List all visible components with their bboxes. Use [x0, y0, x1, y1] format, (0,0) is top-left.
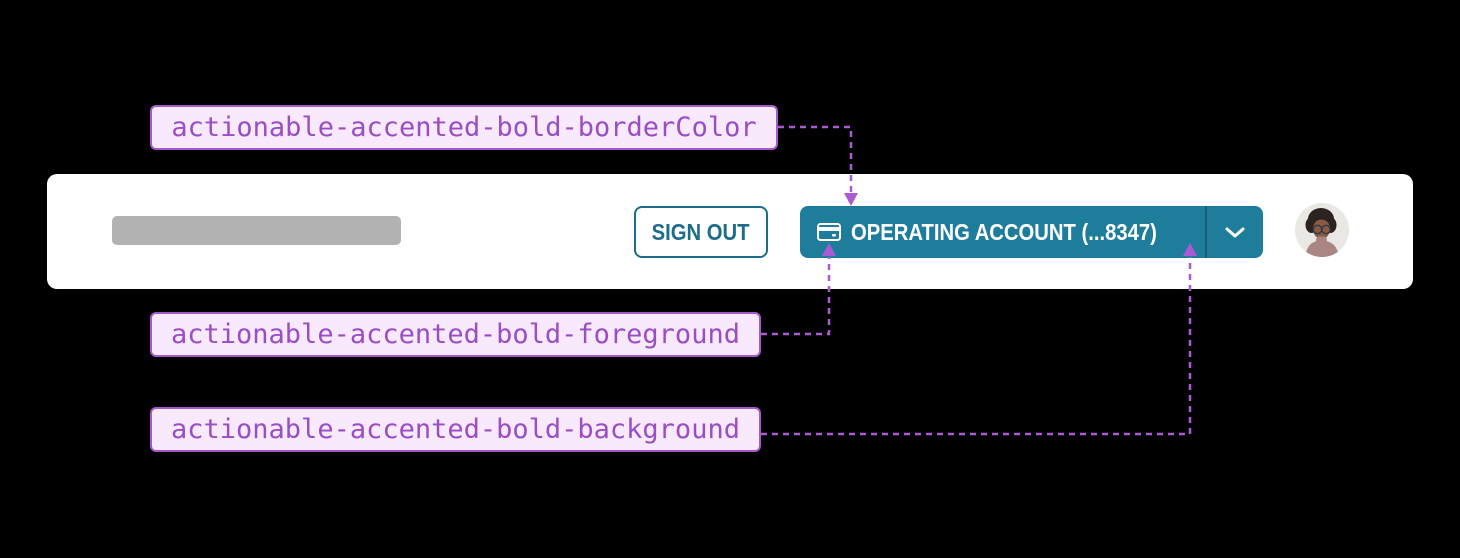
token-label-foreground: actionable-accented-bold-foreground [150, 312, 761, 357]
chevron-down-icon [1225, 227, 1245, 237]
token-label-background: actionable-accented-bold-background [150, 407, 761, 452]
user-avatar[interactable] [1295, 203, 1349, 257]
user-avatar-photo [1295, 203, 1349, 257]
token-label-border-color: actionable-accented-bold-borderColor [150, 105, 778, 150]
account-button-label: OPERATING ACCOUNT (...8347) [851, 218, 1157, 245]
sign-out-button[interactable]: SIGN OUT [634, 206, 768, 258]
token-label-text: actionable-accented-bold-foreground [171, 319, 740, 350]
account-dropdown-toggle[interactable] [1205, 206, 1263, 258]
token-label-text: actionable-accented-bold-background [171, 414, 740, 445]
sign-out-label: SIGN OUT [652, 218, 750, 245]
credit-card-icon [817, 223, 841, 241]
token-label-text: actionable-accented-bold-borderColor [171, 112, 757, 143]
text-placeholder-skeleton [112, 216, 401, 245]
account-selector-button[interactable]: OPERATING ACCOUNT (...8347) [800, 206, 1263, 258]
